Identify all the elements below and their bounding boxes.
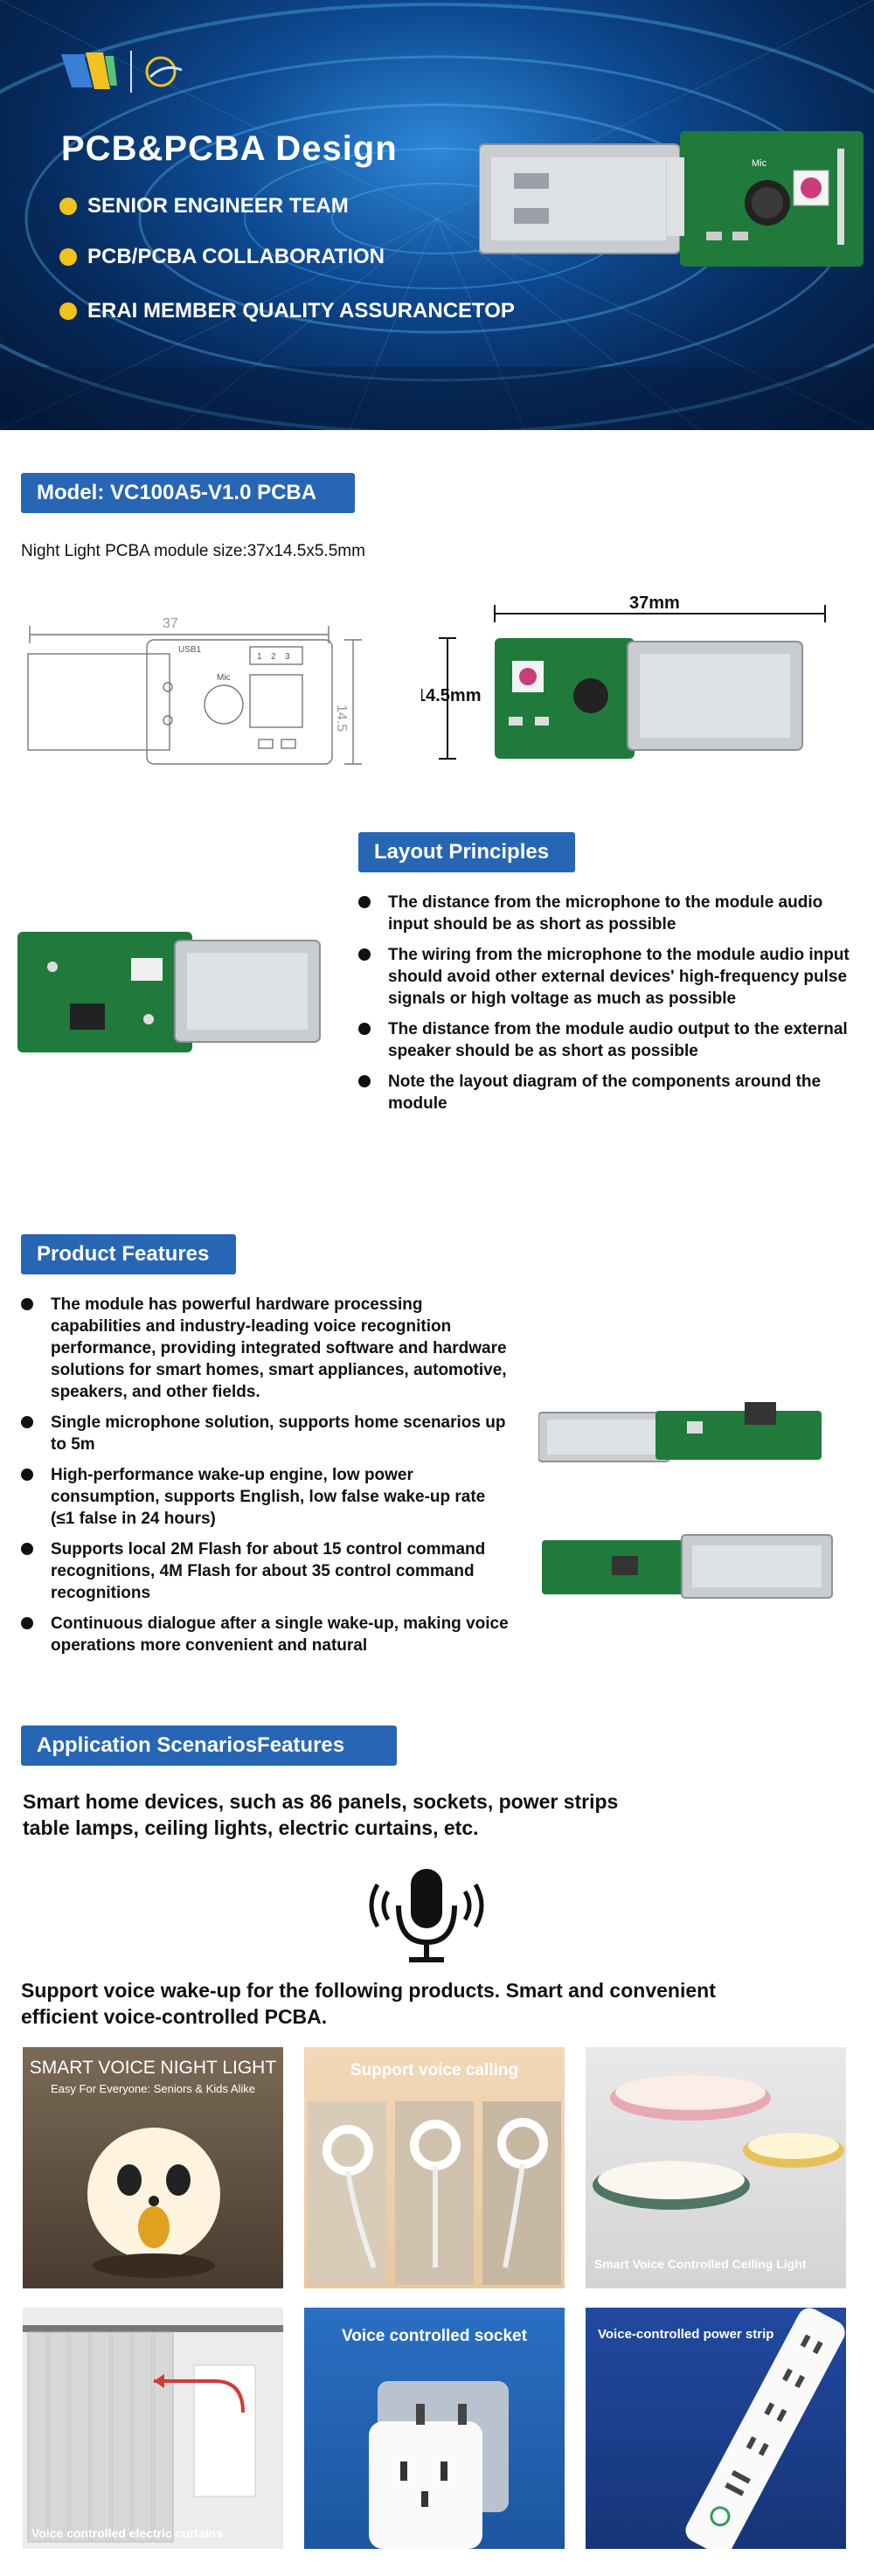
model-heading: Model: VC100A5-V1.0 PCBA: [21, 473, 355, 513]
list-item: High-performance wake-up engine, low pow…: [21, 1464, 510, 1530]
list-item: The distance from the module audio outpu…: [358, 1018, 865, 1062]
hero-bullet: PCB/PCBA COLLABORATION: [59, 245, 385, 269]
tile-voice-controlled-electric-curtains: Voice controlled electric curtains: [23, 2308, 283, 2549]
bullet-dot-icon: [59, 302, 77, 320]
photo-length-label: 37mm: [629, 594, 680, 613]
tile-title: SMART VOICE NIGHT LIGHT: [29, 2058, 277, 2078]
list-item: The distance from the microphone to the …: [358, 892, 865, 935]
hero-background-rings: [0, 0, 874, 430]
module-dimension-photo: 37mm 14.5mm: [421, 594, 826, 760]
list-item: Single microphone solution, supports hom…: [21, 1412, 510, 1455]
tile-smart-voice-night-light: SMART VOICE NIGHT LIGHT Easy For Everyon…: [23, 2047, 283, 2288]
microphone-voice-icon: [369, 1869, 484, 1962]
drawing-pin-label: 3: [285, 652, 290, 662]
hero-banner: PCB&PCBA Design SENIOR ENGINEER TEAM PCB…: [0, 0, 874, 430]
drawing-pin-label: 2: [271, 652, 276, 662]
night-light-lamp-icon: [87, 2128, 220, 2278]
drawing-mic-label: Mic: [217, 673, 231, 683]
photo-width-label: 14.5mm: [421, 686, 482, 705]
tile-voice-controlled-socket: Voice controlled socket: [304, 2308, 565, 2549]
list-item: Continuous dialogue after a single wake-…: [21, 1613, 510, 1656]
layout-principles-heading: Layout Principles: [358, 832, 575, 872]
feature-pcb-image-top: [538, 1402, 822, 1462]
bullet-icon: [21, 1298, 33, 1310]
hero-pcb-image: Mic: [479, 131, 864, 267]
scenarios-support-text: Support voice wake-up for the following …: [21, 1979, 716, 2028]
list-item: The module has powerful hardware process…: [21, 1294, 510, 1403]
tile-title: Voice controlled electric curtains: [31, 2526, 224, 2540]
drawing-width-label: 14.5: [334, 705, 349, 732]
bullet-icon: [21, 1617, 33, 1629]
company-logo: [61, 51, 183, 93]
smart-socket-icon: [369, 2381, 509, 2549]
tile-title: Smart Voice Controlled Ceiling Light: [594, 2257, 807, 2271]
drawing-pin-label: 1: [257, 652, 262, 662]
bullet-dot-icon: [59, 198, 77, 215]
bullet-icon: [21, 1416, 33, 1428]
ceiling-light-icon: [593, 2075, 844, 2210]
product-features-list: The module has powerful hardware process…: [21, 1294, 510, 1656]
curtain-icon: [23, 2325, 283, 2543]
hero-title: PCB&PCBA Design: [61, 129, 398, 168]
application-scenarios-heading: Application ScenariosFeatures: [21, 1725, 397, 1766]
feature-pcb-image-bottom: [542, 1534, 833, 1599]
bullet-icon: [21, 1469, 33, 1481]
tile-subtitle: Easy For Everyone: Seniors & Kids Alike: [50, 2082, 256, 2095]
hero-bullet: SENIOR ENGINEER TEAM: [59, 194, 349, 219]
bullet-icon: [358, 1023, 371, 1035]
module-size-text: Night Light PCBA module size:37x14.5x5.5…: [21, 542, 365, 560]
bullet-dot-icon: [59, 248, 77, 266]
tile-title: Support voice calling: [350, 2061, 519, 2080]
list-item: Note the layout diagram of the component…: [358, 1071, 865, 1114]
list-item: Supports local 2M Flash for about 15 con…: [21, 1538, 510, 1604]
usb-lamp-icon: [308, 2101, 561, 2285]
power-strip-icon: [685, 2308, 845, 2549]
list-item: The wiring from the microphone to the mo…: [358, 944, 865, 1010]
tile-title: Voice controlled socket: [342, 2327, 527, 2345]
layout-principles-list: The distance from the microphone to the …: [358, 892, 865, 1114]
scenarios-intro: Smart home devices, such as 86 panels, s…: [23, 1790, 619, 1839]
product-features-heading: Product Features: [21, 1234, 236, 1274]
bullet-icon: [358, 948, 371, 961]
tile-support-voice-calling: Support voice calling: [304, 2047, 565, 2288]
drawing-usb-label: USB1: [178, 645, 202, 655]
tile-title: Voice-controlled power strip: [598, 2327, 774, 2342]
tile-smart-voice-ceiling-light: Smart Voice Controlled Ceiling Light: [586, 2047, 846, 2288]
tile-voice-controlled-power-strip: Voice-controlled power strip: [586, 2308, 846, 2549]
bullet-icon: [21, 1543, 33, 1555]
drawing-length-label: 37: [163, 616, 178, 631]
bullet-icon: [358, 1075, 371, 1087]
bullet-icon: [358, 896, 371, 908]
module-technical-drawing: 37 14.5 USB1 Mic 1 2 3: [27, 616, 362, 765]
hero-pcb-mic-label: Mic: [752, 158, 767, 169]
hero-bullet: ERAI MEMBER QUALITY ASSURANCETOP: [59, 299, 515, 323]
layout-pcb-image: [17, 932, 321, 1052]
